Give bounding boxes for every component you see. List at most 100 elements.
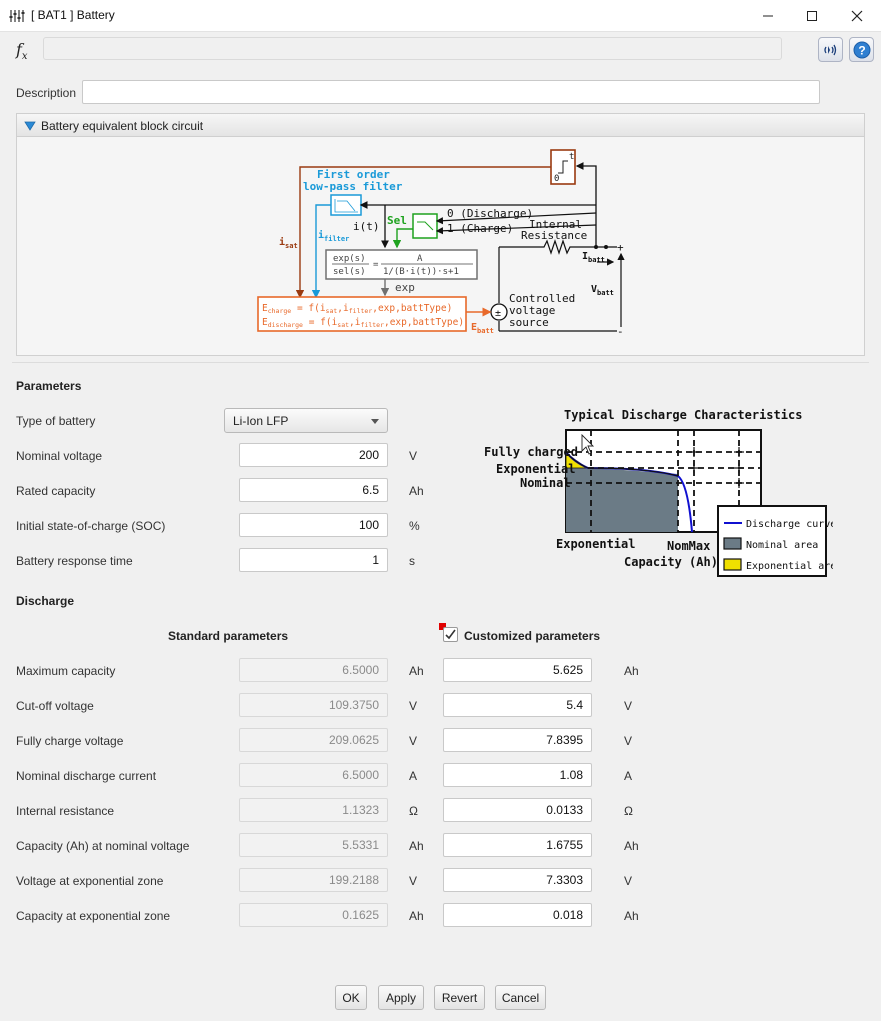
- description-input[interactable]: [82, 80, 820, 104]
- standard-param-unit: Ah: [409, 839, 424, 853]
- frac-den-label: 1/(B·i(t))·s+1: [383, 267, 459, 277]
- nominal-voltage-input[interactable]: 200: [239, 443, 388, 467]
- vbatt-label: Vbatt: [591, 284, 614, 297]
- initial-soc-input[interactable]: 100: [239, 513, 388, 537]
- customized-params-label: Customized parameters: [464, 629, 601, 643]
- response-time-input[interactable]: 1: [239, 548, 388, 572]
- svg-text:?: ?: [858, 43, 865, 57]
- initial-soc-label: Initial state-of-charge (SOC): [16, 519, 166, 533]
- discharge-heading: Discharge: [16, 594, 75, 608]
- voltage-label: voltage: [509, 304, 555, 317]
- standard-param-value: 6.5000: [239, 658, 388, 682]
- discharge-param-label: Cut-off voltage: [16, 699, 94, 713]
- minimize-button[interactable]: [745, 0, 791, 31]
- svg-text:=: =: [373, 260, 379, 270]
- standard-param-unit: V: [409, 699, 418, 713]
- maximize-icon: [807, 10, 817, 21]
- apply-button[interactable]: Apply: [378, 985, 424, 1010]
- t-label: t: [569, 152, 574, 162]
- title-bar: [ BAT1 ] Battery: [0, 0, 881, 32]
- nominal-voltage-label: Nominal voltage: [16, 449, 103, 463]
- svg-text:±: ±: [495, 308, 501, 319]
- custom-param-input[interactable]: 5.4: [443, 693, 592, 717]
- standard-param-value: 109.3750: [239, 693, 388, 717]
- custom-param-input[interactable]: 1.08: [443, 763, 592, 787]
- standard-param-value: 1.1323: [239, 798, 388, 822]
- exp-transfer-block: [325, 249, 478, 280]
- custom-param-unit: Ω: [624, 804, 633, 818]
- block-circuit-section-header[interactable]: Battery equivalent block circuit: [16, 113, 865, 137]
- help-button[interactable]: ?: [849, 37, 874, 62]
- modified-marker: [439, 623, 446, 630]
- standard-param-unit: Ah: [409, 664, 424, 678]
- nominal-area: [566, 468, 678, 532]
- standard-param-unit: Ω: [409, 804, 418, 818]
- svg-text:-: -: [617, 325, 624, 338]
- standard-param-unit: V: [409, 734, 418, 748]
- standard-params-heading: Standard parameters: [168, 629, 289, 643]
- standard-param-value: 199.2188: [239, 868, 388, 892]
- standard-param-unit: A: [409, 769, 418, 783]
- custom-param-unit: Ah: [624, 664, 639, 678]
- rated-capacity-unit: Ah: [409, 484, 424, 498]
- discharge-param-label: Internal resistance: [16, 804, 115, 818]
- resistor-symbol: [499, 239, 617, 255]
- custom-param-unit: V: [624, 699, 633, 713]
- custom-param-unit: Ah: [624, 839, 639, 853]
- ifilter-label: ifilter: [318, 229, 349, 243]
- discharge-param-label: Capacity at exponential zone: [16, 909, 171, 923]
- standard-param-unit: Ah: [409, 909, 424, 923]
- custom-param-unit: Ah: [624, 909, 639, 923]
- legend-nominal: Nominal area: [746, 540, 818, 551]
- first-order-label: First order: [317, 168, 390, 181]
- fx-expression-input[interactable]: [43, 37, 782, 60]
- ok-button[interactable]: OK: [335, 985, 367, 1010]
- ebatt-label: Ebatt: [471, 322, 494, 335]
- x-exponential-label: Exponential: [556, 537, 635, 551]
- discharge-param-label: Voltage at exponential zone: [16, 874, 164, 888]
- x-nommax-label: NomMax: [667, 539, 710, 553]
- cancel-button[interactable]: Cancel: [495, 985, 546, 1010]
- close-button[interactable]: [834, 0, 880, 31]
- custom-param-input[interactable]: 7.3303: [443, 868, 592, 892]
- response-time-label: Battery response time: [16, 554, 133, 568]
- controlled-label: Controlled: [509, 292, 575, 305]
- exp-s-label: exp(s): [333, 254, 366, 264]
- custom-param-input[interactable]: 0.0133: [443, 798, 592, 822]
- discharge-param-label: Maximum capacity: [16, 664, 116, 678]
- custom-param-input[interactable]: 7.8395: [443, 728, 592, 752]
- signal-button[interactable]: [818, 37, 843, 62]
- standard-param-value: 209.0625: [239, 728, 388, 752]
- initial-soc-unit: %: [409, 519, 420, 533]
- chevron-down-icon: [371, 419, 379, 424]
- standard-param-value: 6.5000: [239, 763, 388, 787]
- standard-param-unit: V: [409, 874, 418, 888]
- svg-text:+: +: [617, 241, 624, 254]
- standard-param-value: 5.5331: [239, 833, 388, 857]
- customized-params-checkbox[interactable]: [443, 627, 458, 642]
- app-icon: [9, 8, 25, 27]
- battery-type-label: Type of battery: [16, 414, 96, 428]
- charge-label: 1 (Charge): [447, 222, 513, 235]
- checkmark-icon: [445, 629, 456, 640]
- rated-capacity-label: Rated capacity: [16, 484, 96, 498]
- custom-param-input[interactable]: 1.6755: [443, 833, 592, 857]
- custom-param-input[interactable]: 5.625: [443, 658, 592, 682]
- revert-button[interactable]: Revert: [434, 985, 485, 1010]
- response-time-unit: s: [409, 554, 415, 568]
- x-axis-label: Capacity (Ah): [624, 555, 718, 569]
- rated-capacity-input[interactable]: 6.5: [239, 478, 388, 502]
- nominal-voltage-unit: V: [409, 449, 418, 463]
- parameters-heading: Parameters: [16, 379, 82, 393]
- discharge-label: 0 (Discharge): [447, 207, 533, 220]
- description-label: Description: [16, 86, 77, 100]
- separator: [12, 362, 869, 363]
- selector-block: [412, 213, 438, 239]
- battery-type-select[interactable]: Li-Ion LFP: [224, 408, 388, 433]
- discharge-param-label: Capacity (Ah) at nominal voltage: [16, 839, 190, 853]
- close-icon: [851, 10, 863, 21]
- fully-charged-label: Fully charged: [484, 445, 578, 459]
- signal-icon: [823, 44, 836, 55]
- maximize-button[interactable]: [789, 0, 835, 31]
- custom-param-input[interactable]: 0.018: [443, 903, 592, 927]
